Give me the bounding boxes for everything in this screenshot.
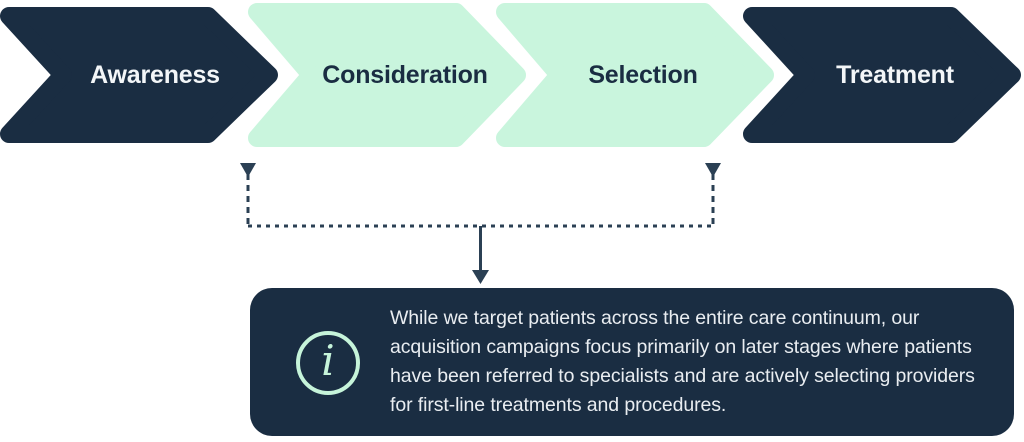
stage-label-treatment: Treatment [836,60,954,89]
stage-label-selection: Selection [588,60,698,89]
info-icon-glyph: i [321,336,335,385]
chevron-selection [496,3,774,147]
stage-label-awareness: Awareness [90,60,220,89]
callout-box: i While we target patients across the en… [250,288,1014,436]
down-arrowhead-icon [472,270,489,284]
callout-text: While we target patients across the enti… [390,307,975,416]
chevron-awareness [0,7,278,143]
chevron-treatment [743,7,1021,143]
funnel-stages: Awareness Consideration Selection Treatm… [0,0,1024,160]
chevron-consideration [248,3,526,147]
right-arrowhead-icon [705,163,721,177]
info-icon: i [296,331,360,395]
left-arrowhead-icon [240,163,256,177]
funnel-chevrons [0,3,1021,147]
stage-label-consideration: Consideration [322,60,488,89]
